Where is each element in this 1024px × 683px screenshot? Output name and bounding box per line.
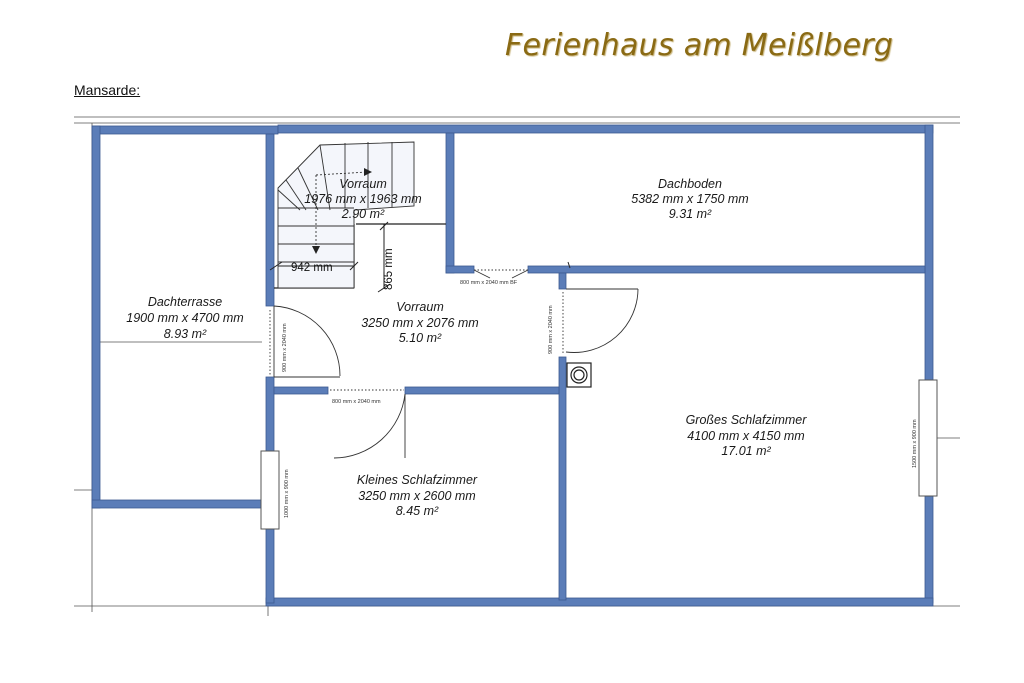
window-kleines	[260, 450, 280, 530]
stair-depth-label: 865 mm	[383, 248, 395, 290]
room-vorraum: Vorraum 3250 mm x 2076 mm 5.10 m²	[361, 300, 478, 345]
room-area: 2.90 m²	[341, 207, 385, 221]
room-name: Vorraum	[339, 177, 386, 191]
room-dim: 5382 mm x 1750 mm	[631, 192, 748, 206]
plan-title: Ferienhaus am Meißlberg	[505, 28, 894, 63]
door-kleines-label: 800 mm x 2040 mm	[332, 399, 381, 405]
door-gross-label: 900 mm x 2040 mm	[548, 305, 554, 354]
doors	[269, 269, 639, 459]
floor-label: Mansarde:	[74, 82, 141, 98]
walls	[91, 124, 934, 607]
room-dim: 1900 mm x 4700 mm	[126, 311, 243, 325]
guide-lines	[74, 116, 960, 616]
room-dim: 1976 mm x 1963 mm	[304, 192, 421, 206]
room-name: Großes Schlafzimmer	[686, 413, 808, 427]
room-dachterrasse: Dachterrasse 1900 mm x 4700 mm 8.93 m²	[126, 295, 243, 341]
room-vorraum-stair: Vorraum 1976 mm x 1963 mm 2.90 m²	[304, 177, 421, 221]
stair-width-label: 942 mm	[291, 262, 333, 274]
room-dim: 3250 mm x 2076 mm	[361, 316, 478, 330]
room-area: 8.93 m²	[164, 327, 207, 341]
window-gross	[918, 379, 938, 497]
dimension-marks	[269, 221, 571, 293]
room-dim: 3250 mm x 2600 mm	[358, 489, 475, 503]
room-dim: 4100 mm x 4150 mm	[687, 429, 804, 443]
room-name: Kleines Schlafzimmer	[357, 473, 478, 487]
room-name: Dachterrasse	[148, 295, 222, 309]
window-gross-label: 1500 mm x 900 mm	[912, 419, 918, 468]
room-dachboden: Dachboden 5382 mm x 1750 mm 9.31 m²	[631, 177, 748, 221]
room-name: Dachboden	[658, 177, 722, 191]
windows	[260, 379, 938, 530]
room-grosses-schlafzimmer: Großes Schlafzimmer 4100 mm x 4150 mm 17…	[686, 413, 808, 458]
room-area: 9.31 m²	[669, 207, 712, 221]
room-area: 5.10 m²	[399, 331, 442, 345]
chimney-icon	[566, 362, 592, 388]
door-vorraum-label: 900 mm x 2040 mm	[282, 323, 288, 372]
door-dachboden-label: 800 mm x 2040 mm BF	[460, 280, 518, 286]
room-kleines-schlafzimmer: Kleines Schlafzimmer 3250 mm x 2600 mm 8…	[357, 473, 478, 518]
room-area: 8.45 m²	[396, 504, 439, 518]
room-name: Vorraum	[396, 300, 443, 314]
room-area: 17.01 m²	[721, 444, 771, 458]
staircase	[277, 141, 415, 289]
window-kleines-label: 1000 mm x 900 mm	[284, 469, 290, 518]
